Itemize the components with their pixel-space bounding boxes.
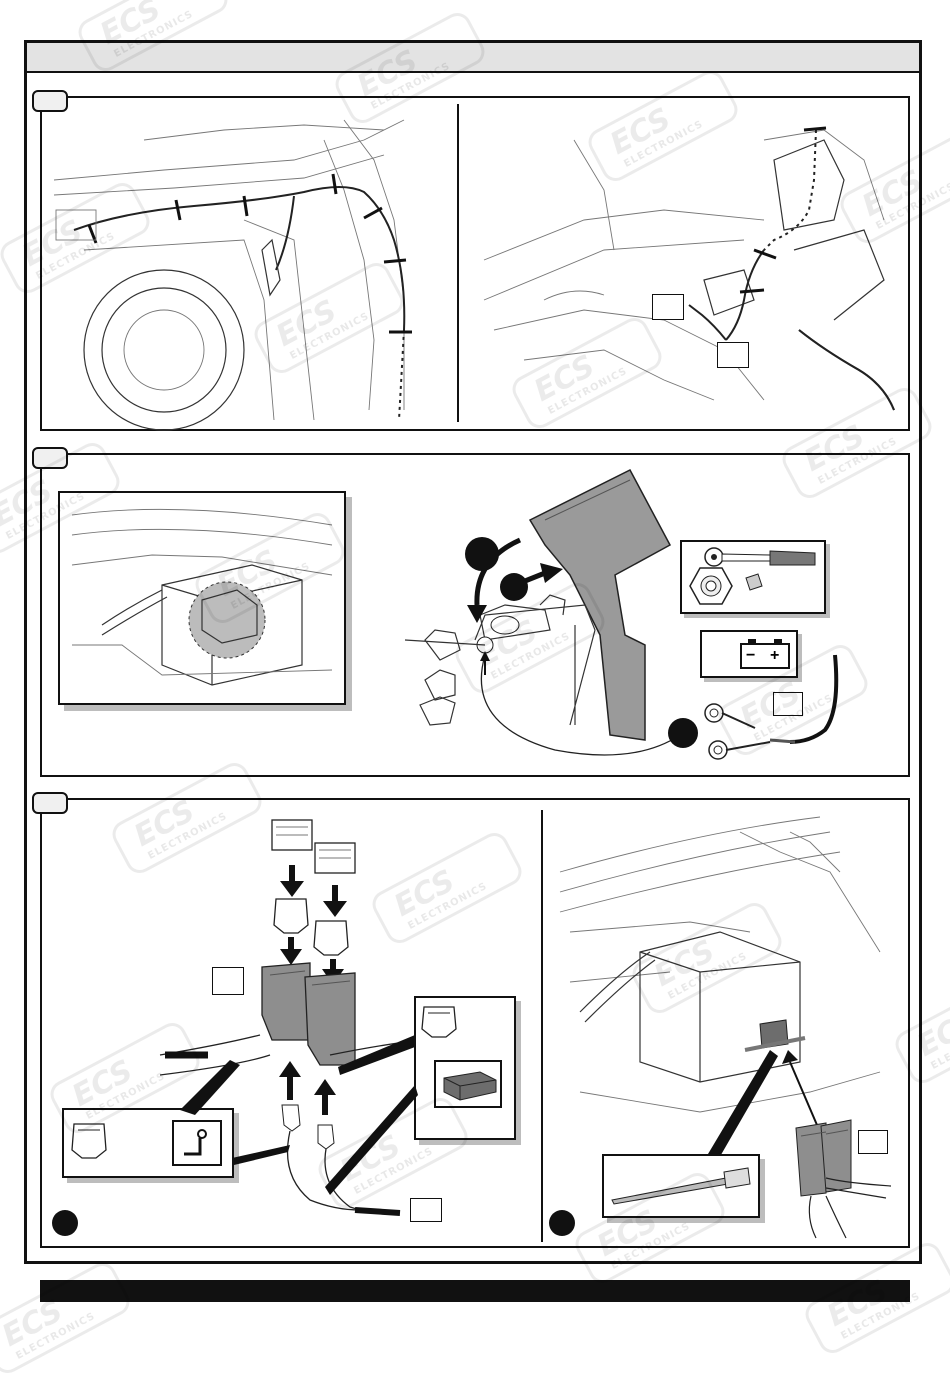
- battery-location-illustration: [71, 508, 333, 686]
- part-callout-box-5: [410, 1198, 442, 1222]
- part-callout-box-1: [652, 294, 684, 320]
- wiring-route-right-illustration: [483, 126, 895, 411]
- fuse-holder-assembly-illustration: [159, 819, 421, 1216]
- wiring-symbol-icon: [172, 1120, 222, 1166]
- step-tab-2: [32, 447, 68, 469]
- footer-bar: [40, 1280, 910, 1302]
- ring-terminal-cable-illustration: [704, 654, 839, 760]
- battery-minus-sign: −: [746, 647, 756, 664]
- title-bar: [27, 43, 919, 73]
- battery-plus-sign: +: [770, 647, 780, 664]
- fuse-holder-installed-illustration: [795, 1119, 892, 1239]
- mounting-location-illustration: [559, 816, 881, 1133]
- ratchet-wrench-icon: [704, 547, 816, 567]
- part-callout-box-6: [858, 1130, 888, 1154]
- step-bullet-icon: [52, 1210, 78, 1236]
- page-frame: [24, 40, 922, 1264]
- cable-tie-leader: [708, 1050, 778, 1160]
- cable-end-illustration: [165, 1051, 208, 1059]
- panel-1-divider: [457, 104, 459, 422]
- relay-leader-lines: [325, 1035, 418, 1195]
- panel-3-divider: [541, 810, 543, 1242]
- step-bullet-icon: [465, 537, 499, 571]
- part-callout-box-3: [773, 692, 803, 716]
- battery-terminal-left: [748, 639, 756, 643]
- cable-tie-icon: [611, 1167, 751, 1205]
- battery-terminal-illustration: [404, 469, 681, 756]
- relay-module-icon: [434, 1060, 502, 1108]
- step-bullet-icon: [668, 718, 698, 748]
- battery-symbol-inset: [700, 630, 798, 678]
- battery-icon: − +: [740, 639, 790, 669]
- panel-step-1: [40, 96, 910, 431]
- panel-step-3: [40, 798, 910, 1248]
- step-tab-3: [32, 792, 68, 814]
- step-tab-1: [32, 90, 68, 112]
- fuse-inset-leader: [180, 1060, 290, 1165]
- panel-step-2: [40, 453, 910, 777]
- fuse-icon: [421, 1006, 457, 1038]
- part-callout-box-4: [212, 967, 244, 995]
- nut-icon: [689, 567, 763, 605]
- part-callout-box-2: [717, 342, 749, 368]
- step-bullet-icon: [549, 1210, 575, 1236]
- battery-terminal-right: [774, 639, 782, 643]
- step-bullet-icon: [500, 573, 528, 601]
- wiring-route-left-illustration: [53, 119, 412, 431]
- fuse-icon: [71, 1123, 107, 1159]
